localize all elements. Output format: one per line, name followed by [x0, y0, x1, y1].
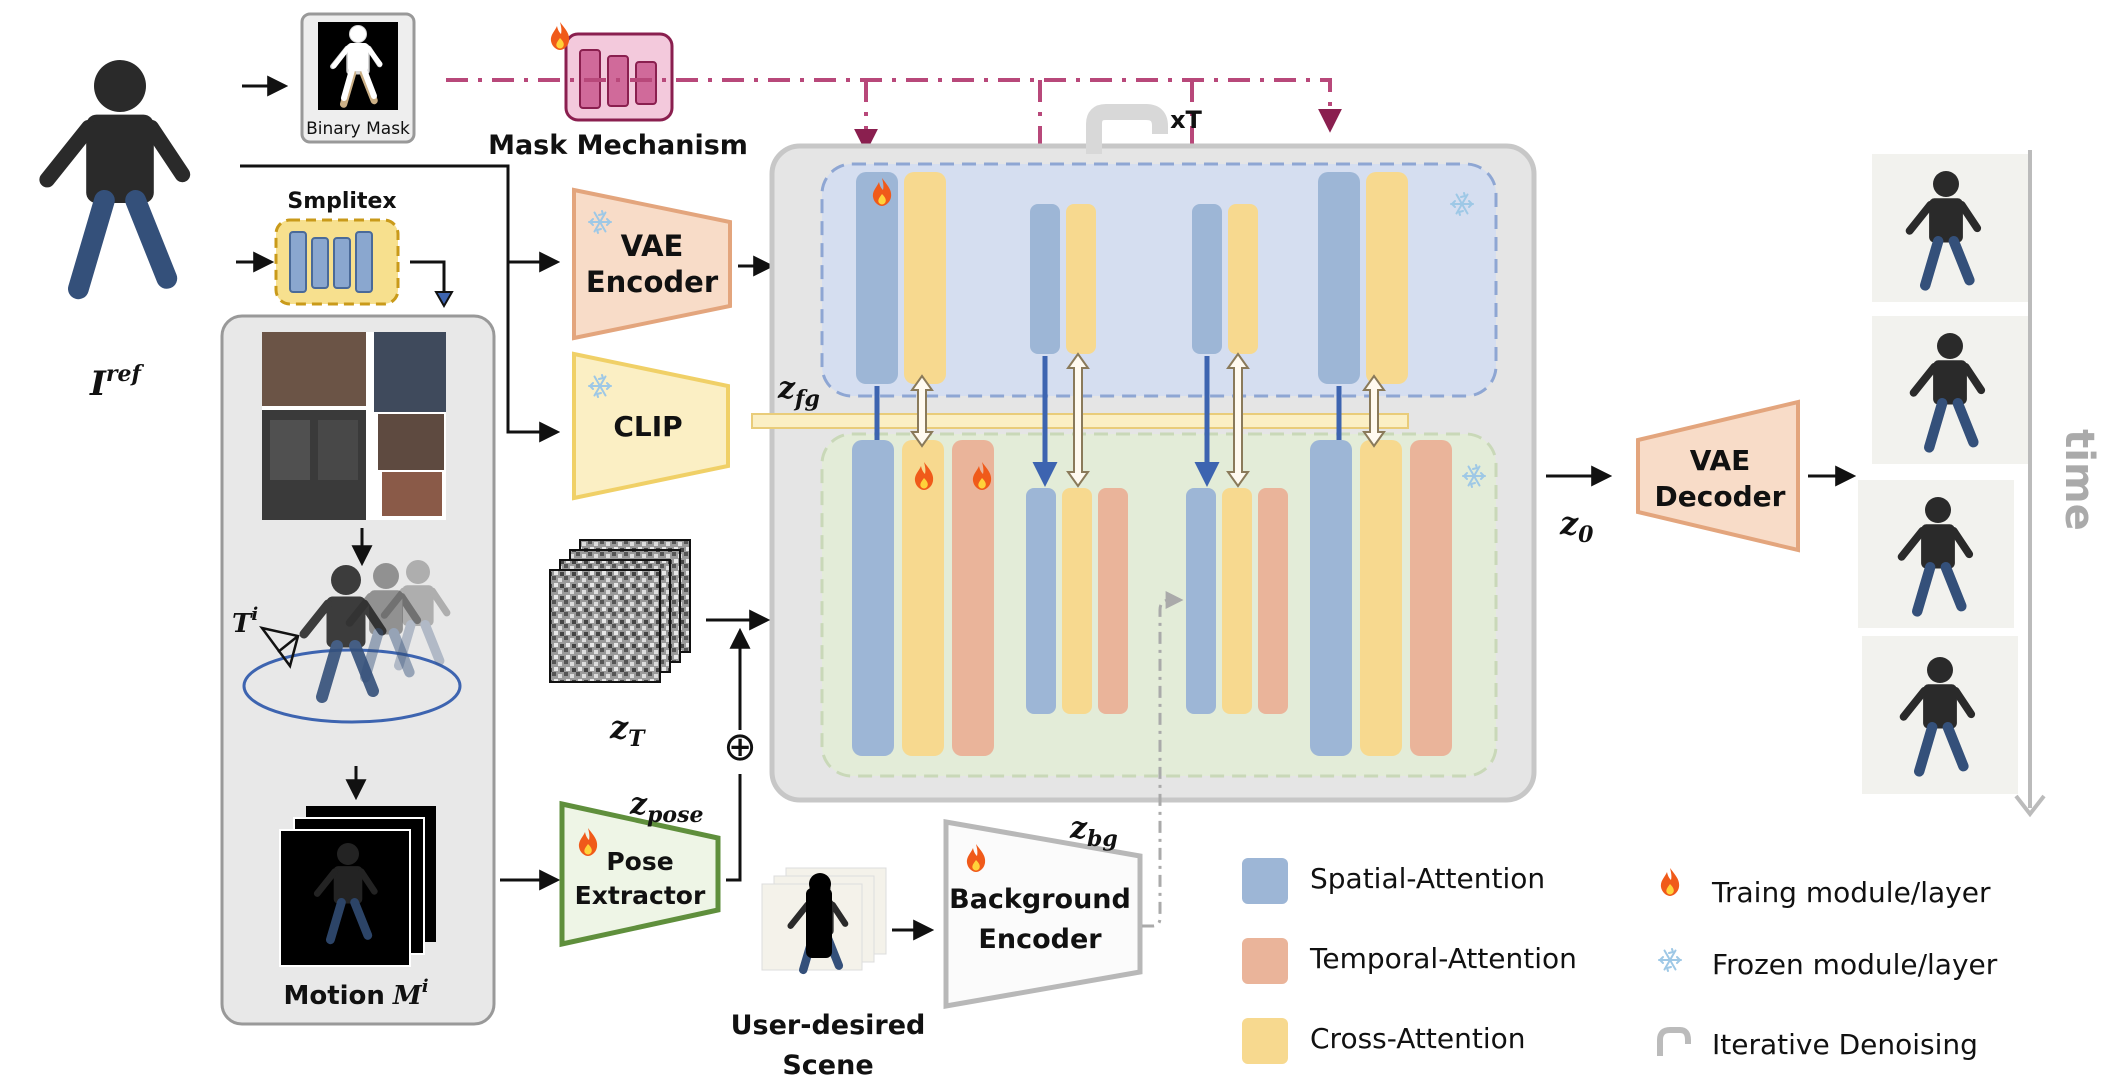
legend-cross-swatch: [1242, 1018, 1288, 1064]
bg-latent-dashed-arrow: [1142, 591, 1184, 928]
upper-cross-layer-2: [1066, 204, 1096, 354]
legend-temporal-swatch: [1242, 938, 1288, 984]
legend-cross-label: Cross-Attention: [1310, 1022, 1525, 1055]
mask-mechanism-block: [564, 32, 674, 122]
smplitex-block: [274, 218, 400, 306]
upper-spatial-layer-2: [1030, 204, 1060, 354]
z-pose-label: zpose: [629, 787, 704, 828]
ref-to-encoders-line: [240, 164, 561, 443]
legend-temporal-label: Temporal-Attention: [1309, 942, 1577, 975]
iterative-loop-arrow: [1086, 104, 1168, 154]
vae-decoder-label-2: Decoder: [1655, 480, 1786, 513]
mask-mechanism-label: Mask Mechanism: [488, 130, 748, 161]
clip-block: CLIP: [572, 351, 730, 501]
background-encoder-block: Background Encoder: [943, 819, 1143, 1009]
lower-spatial-layer-2: [1026, 488, 1056, 714]
user-scene-label-2: Scene: [782, 1050, 873, 1081]
pose-to-add-line: [726, 774, 742, 882]
upper-spatial-layer-4: [1318, 172, 1360, 384]
lower-temporal-layer-4: [1410, 440, 1452, 756]
vae-decoder-block: VAE Decoder: [1636, 399, 1800, 553]
background-encoder-label-1: Background: [949, 884, 1131, 915]
mask-dashed-connections: [446, 78, 1342, 177]
output-video-frames: [1858, 154, 2028, 794]
upper-spatial-layer-3: [1192, 204, 1222, 354]
lower-temporal-layer-1: [952, 440, 994, 756]
clip-label: CLIP: [613, 410, 682, 443]
lower-temporal-layer-3: [1258, 488, 1288, 714]
arrow-smplitex-down: [410, 260, 446, 300]
uv-texture-map: [262, 332, 446, 520]
reference-person-image: [47, 60, 182, 289]
t-i-label: Ti: [232, 604, 258, 639]
z-t-label: zT: [609, 708, 646, 752]
lower-spatial-layer-4: [1310, 440, 1352, 756]
legend-training-label: Traing module/layer: [1711, 876, 1991, 909]
legend-iterative-label: Iterative Denoising: [1712, 1028, 1978, 1061]
feature-injection-connectors: [874, 356, 1342, 487]
avatar-render: [242, 560, 462, 724]
lower-spatial-layer-3: [1186, 488, 1216, 714]
pose-extractor-label-1: Pose: [606, 847, 673, 876]
vae-encoder-block: VAE Encoder: [572, 187, 732, 341]
i-ref-label: Iref: [89, 361, 144, 404]
legend-curved-arrow-icon: [1657, 1027, 1691, 1056]
time-axis-arrowhead-icon: [2014, 794, 2046, 818]
binary-mask-label: Binary Mask: [306, 119, 410, 139]
background-encoder-label-2: Encoder: [978, 924, 1102, 955]
xt-label: xT: [1170, 106, 1202, 134]
legend-spatial-swatch: [1242, 858, 1288, 904]
upper-attention-layers: [856, 172, 1408, 384]
lower-cross-layer-1: [902, 440, 944, 756]
lower-spatial-layer-1: [852, 440, 894, 756]
noise-latent-stack: [549, 539, 691, 683]
smplitex-label: Smplitex: [287, 189, 396, 214]
lower-cross-layer-2: [1062, 488, 1092, 714]
lower-attention-layers: [852, 440, 1452, 756]
vae-encoder-label-2: Encoder: [586, 265, 719, 299]
legend-snowflake-icon: [1658, 948, 1682, 972]
z-0-label: z0: [1559, 504, 1594, 548]
legend-flame-icon: [1660, 868, 1680, 896]
lower-cross-layer-4: [1360, 440, 1402, 756]
upper-cross-layer-4: [1366, 172, 1408, 384]
upper-cross-layer-1: [904, 172, 946, 384]
mask-flame-icon: [550, 22, 570, 50]
cross-attention-double-arrows: [910, 352, 1386, 488]
motion-frames: [279, 806, 436, 967]
upper-cross-layer-3: [1228, 204, 1258, 354]
upper-spatial-layer-1: [856, 172, 898, 384]
pose-extractor-label-2: Extractor: [575, 881, 706, 910]
time-label: time: [2056, 429, 2102, 531]
pose-extractor-block: Pose Extractor: [559, 800, 721, 948]
z-bg-label: zbg: [1069, 811, 1118, 852]
lower-cross-layer-3: [1222, 488, 1252, 714]
add-operator-icon: ⊕: [723, 724, 757, 770]
smplitex-arrowhead-icon: [434, 291, 454, 309]
user-scene-label-1: User-desired: [731, 1010, 926, 1041]
vae-decoder-label-1: VAE: [1690, 444, 1751, 477]
legend-frozen-label: Frozen module/layer: [1712, 948, 1998, 981]
lower-temporal-layer-2: [1098, 488, 1128, 714]
z-fg-label: zfg: [777, 371, 820, 412]
legend-spatial-label: Spatial-Attention: [1310, 862, 1545, 895]
user-scene-images: [761, 867, 887, 970]
vae-encoder-label-1: VAE: [621, 229, 684, 263]
legend: Spatial-Attention Temporal-Attention Cro…: [1242, 858, 1998, 1064]
binary-mask-box: Binary Mask: [300, 12, 416, 144]
